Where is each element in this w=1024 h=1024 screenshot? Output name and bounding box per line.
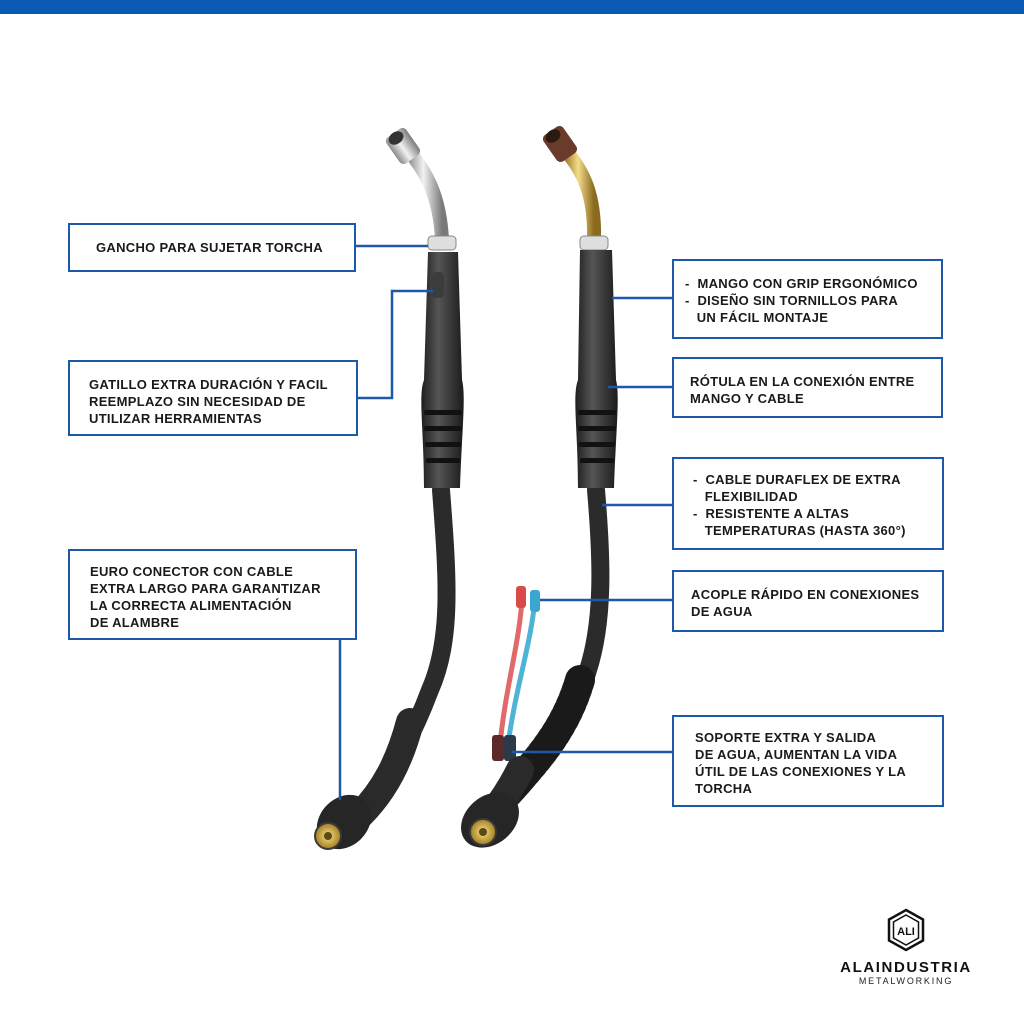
- callout-euro-line: DE ALAMBRE: [90, 615, 180, 630]
- callout-cable-line: FLEXIBILIDAD: [693, 489, 798, 504]
- right-gooseneck: [558, 143, 602, 245]
- left-nozzle: [385, 127, 421, 165]
- left-trigger: [432, 272, 444, 298]
- leader-gatillo: [358, 289, 433, 400]
- left-grip-ribs: [424, 410, 462, 463]
- brand-logo: ALI ALAINDUSTRIA METALWORKING: [818, 908, 994, 986]
- callout-gancho-line: GANCHO PARA SUJETAR TORCHA: [96, 240, 323, 255]
- callout-soporte-line: ÚTIL DE LAS CONEXIONES Y LA: [695, 764, 907, 779]
- callout-soporte: SOPORTE EXTRA Y SALIDA DE AGUA, AUMENTAN…: [672, 715, 944, 807]
- brand-monogram: ALI: [897, 926, 915, 938]
- callout-cable-line: TEMPERATURAS (HASTA 360°): [693, 523, 906, 538]
- leader-lines: [338, 244, 672, 800]
- callout-soporte-line: SOPORTE EXTRA Y SALIDA: [695, 730, 877, 745]
- callout-cable-line: - RESISTENTE A ALTAS: [693, 506, 850, 521]
- callout-gatillo-line: GATILLO EXTRA DURACIÓN Y FACIL: [89, 377, 328, 392]
- right-grip-ribs: [578, 410, 616, 463]
- left-hook: [427, 235, 457, 251]
- brand-tagline: METALWORKING: [858, 976, 954, 986]
- callout-gancho: GANCHO PARA SUJETAR TORCHA: [68, 223, 356, 272]
- callout-cable-duraflex: - CABLE DURAFLEX DE EXTRA FLEXIBILIDAD -…: [672, 457, 944, 550]
- callout-mango-line: - DISEÑO SIN TORNILLOS PARA: [685, 293, 899, 308]
- callout-euro-line: EURO CONECTOR CON CABLE: [90, 564, 294, 579]
- right-hook: [579, 235, 609, 251]
- left-euro-connector: [314, 794, 372, 850]
- callout-mango: - MANGO CON GRIP ERGONÓMICO - DISEÑO SIN…: [672, 259, 943, 339]
- callout-acople-line: ACOPLE RÁPIDO EN CONEXIONES: [691, 587, 920, 602]
- callout-rotula: RÓTULA EN LA CONEXIÓN ENTRE MANGO Y CABL…: [672, 357, 943, 418]
- callout-mango-line: UN FÁCIL MONTAJE: [685, 310, 829, 325]
- callout-mango-line: - MANGO CON GRIP ERGONÓMICO: [685, 276, 918, 291]
- left-gooseneck: [401, 143, 449, 247]
- left-torch: [314, 127, 464, 850]
- callout-euro-line: LA CORRECTA ALIMENTACIÓN: [90, 598, 292, 613]
- callout-gatillo: GATILLO EXTRA DURACIÓN Y FACIL REEMPLAZO…: [68, 360, 358, 436]
- callout-soporte-line: TORCHA: [695, 781, 753, 796]
- callout-rotula-line: MANGO Y CABLE: [690, 391, 804, 406]
- brand-hexagon-icon: ALI: [887, 908, 925, 952]
- callout-rotula-line: RÓTULA EN LA CONEXIÓN ENTRE: [690, 374, 915, 389]
- callout-cable-line: - CABLE DURAFLEX DE EXTRA: [693, 472, 901, 487]
- right-nozzle: [542, 125, 578, 163]
- right-euro-connector: [461, 792, 519, 848]
- right-handle: [575, 250, 618, 488]
- right-torch: [461, 125, 618, 848]
- callout-acople-line: DE AGUA: [691, 604, 753, 619]
- callout-euro-line: EXTRA LARGO PARA GARANTIZAR: [90, 581, 321, 596]
- left-strain-relief: [346, 708, 424, 829]
- callout-gatillo-line: UTILIZAR HERRAMIENTAS: [89, 411, 262, 426]
- callout-gatillo-line: REEMPLAZO SIN NECESIDAD DE: [89, 394, 306, 409]
- right-water-hoses: [492, 586, 540, 761]
- brand-name: ALAINDUSTRIA: [840, 959, 972, 976]
- callout-soporte-line: DE AGUA, AUMENTAN LA VIDA: [695, 747, 898, 762]
- callout-euro-conector: EURO CONECTOR CON CABLE EXTRA LARGO PARA…: [68, 549, 357, 640]
- top-accent-bar: [0, 0, 1024, 14]
- callout-acople: ACOPLE RÁPIDO EN CONEXIONES DE AGUA: [672, 570, 944, 632]
